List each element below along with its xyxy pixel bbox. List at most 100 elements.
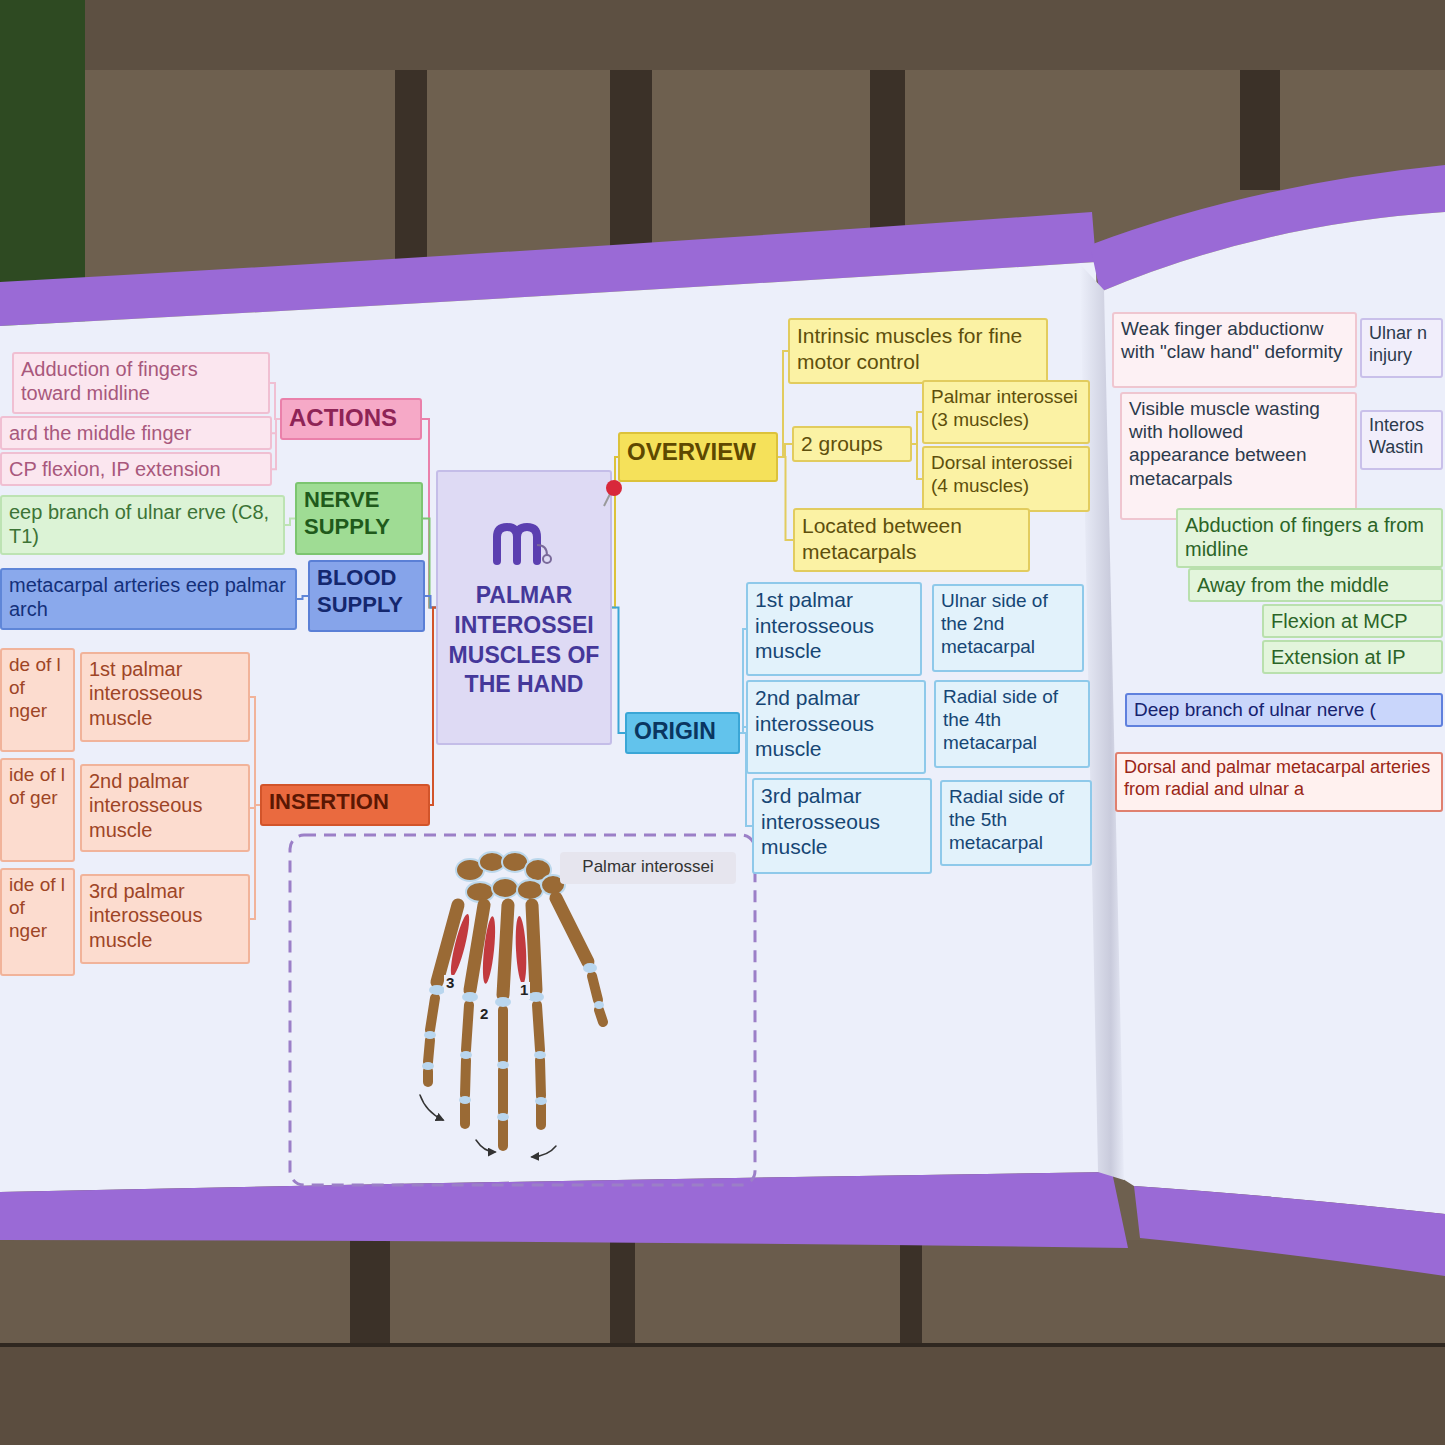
joint: [429, 985, 445, 995]
movement-arrow: [476, 1140, 495, 1152]
branch-line: [270, 383, 280, 419]
branch-line: [250, 805, 260, 919]
metacarpals: [437, 898, 588, 995]
node-text: 2 groups: [801, 431, 903, 457]
map-box: 3rd palmar interosseous muscle: [80, 874, 250, 964]
map-box: Deep branch of ulnar nerve (: [1125, 693, 1443, 727]
node-text: Radial side of the 5th metacarpal: [949, 785, 1083, 855]
node-text: 1st palmar interosseous muscle: [755, 587, 913, 664]
node-text: Intrinsic muscles for fine motor control: [797, 323, 1039, 374]
node-text: Weak finger abductionw with "claw hand" …: [1121, 317, 1348, 363]
phalanx-bone: [599, 1010, 603, 1022]
joint: [497, 1113, 509, 1121]
map-box: Ulnar n injury: [1360, 318, 1443, 378]
joint: [583, 963, 597, 973]
phalanx-bone: [430, 998, 435, 1030]
map-box: Located between metacarpals: [793, 508, 1030, 572]
joint: [535, 1097, 547, 1105]
plank-gap: [610, 70, 652, 250]
branch-line: [272, 419, 280, 469]
map-box: ide of l of ger: [0, 758, 75, 862]
node-text: INSERTION: [269, 789, 421, 816]
map-box: 1st palmar interosseous muscle: [80, 652, 250, 742]
node-text: Abduction of fingers a from midline: [1185, 513, 1434, 562]
callout-number: 1: [518, 982, 530, 999]
muscle: [514, 916, 528, 984]
joint: [424, 1031, 436, 1039]
node-text: Extension at IP: [1271, 645, 1434, 669]
node-text: NERVE SUPPLY: [304, 487, 414, 541]
joint: [459, 1096, 471, 1104]
node-text: Deep branch of ulnar nerve (: [1134, 698, 1434, 721]
joint: [497, 1061, 509, 1069]
node-text: BLOOD SUPPLY: [317, 565, 416, 619]
map-box: metacarpal arteries eep palmar arch: [0, 568, 297, 630]
phalanx-bone: [592, 976, 598, 1000]
movement-arrow: [532, 1146, 556, 1157]
branch-line: [285, 519, 295, 526]
node-text: 3rd palmar interosseous muscle: [89, 879, 241, 952]
page-band: [1134, 1186, 1445, 1276]
map-box: 2nd palmar interosseous muscle: [746, 680, 926, 774]
node-text: ORIGIN: [634, 717, 731, 745]
branch-line: [912, 444, 922, 479]
phalanx-bone: [466, 1005, 469, 1050]
map-box: Interos Wastin: [1360, 410, 1443, 470]
metacarpal-bone: [556, 898, 588, 962]
stethoscope: [537, 545, 547, 555]
metacarpal-bone: [503, 905, 508, 995]
carpal-bone: [466, 882, 494, 902]
movement-arrow: [420, 1095, 443, 1120]
map-box: Away from the middle: [1188, 568, 1443, 602]
wood-plank: [0, 1240, 1445, 1445]
plank-gap: [900, 1240, 922, 1345]
callout-number: 3: [444, 975, 456, 992]
node-text: Away from the middle: [1197, 573, 1434, 597]
node-text: 2nd palmar interosseous muscle: [89, 769, 241, 842]
joint: [534, 1051, 546, 1059]
map-box: 3rd palmar interosseous muscle: [752, 778, 932, 874]
node-text: eep branch of ulnar erve (C8, T1): [9, 500, 276, 549]
map-box: ORIGIN: [625, 712, 740, 754]
movement-arrows: [420, 1095, 556, 1157]
map-box: Ulnar side of the 2nd metacarpal: [932, 584, 1084, 672]
node-text: PALMAR INTEROSSEI MUSCLES OF THE HAND: [445, 581, 603, 701]
node-text: Flexion at MCP: [1271, 609, 1434, 633]
branch-line: [297, 596, 308, 599]
map-box: ACTIONS: [280, 398, 422, 440]
node-text: Palmar interossei: [569, 857, 727, 878]
node-text: ide of l of ger: [9, 763, 66, 809]
logo-mark: [497, 527, 537, 561]
node-text: OVERVIEW: [627, 437, 769, 466]
pin-needle: [604, 494, 610, 506]
branch-line: [612, 608, 625, 734]
carpal-bone: [492, 878, 518, 898]
map-box: ide of l of nger: [0, 868, 75, 976]
phalanx-bone: [540, 1060, 541, 1096]
map-box: Abduction of fingers a from midline: [1176, 508, 1443, 568]
node-text: metacarpal arteries eep palmar arch: [9, 573, 288, 622]
node-text: ide of l of nger: [9, 873, 66, 943]
map-box: Weak finger abductionw with "claw hand" …: [1112, 312, 1357, 388]
map-box: Dorsal interossei (4 muscles): [922, 446, 1090, 512]
left-page: [0, 262, 1112, 1192]
node-text: Palmar interossei (3 muscles): [931, 385, 1081, 431]
map-box: PALMAR INTEROSSEI MUSCLES OF THE HAND: [436, 470, 612, 745]
branch-line: [778, 444, 792, 457]
node-text: Adduction of fingers toward midline: [21, 357, 261, 406]
node-text: ard the middle finger: [9, 421, 263, 445]
map-box: OVERVIEW: [618, 432, 778, 482]
map-box: 2 groups: [792, 426, 912, 462]
plank-gap: [350, 1240, 390, 1345]
plank-gap: [610, 1240, 635, 1345]
node-text: Dorsal interossei (4 muscles): [931, 451, 1081, 497]
map-box: 1st palmar interosseous muscle: [746, 582, 922, 676]
phalanx-bone: [498, 1010, 508, 1060]
plank-gap: [0, 1343, 1445, 1347]
phalanx-bone: [465, 1060, 466, 1095]
map-box: ard the middle finger: [0, 416, 272, 450]
node-text: 1st palmar interosseous muscle: [89, 657, 241, 730]
phalanx-bone: [498, 1070, 508, 1112]
